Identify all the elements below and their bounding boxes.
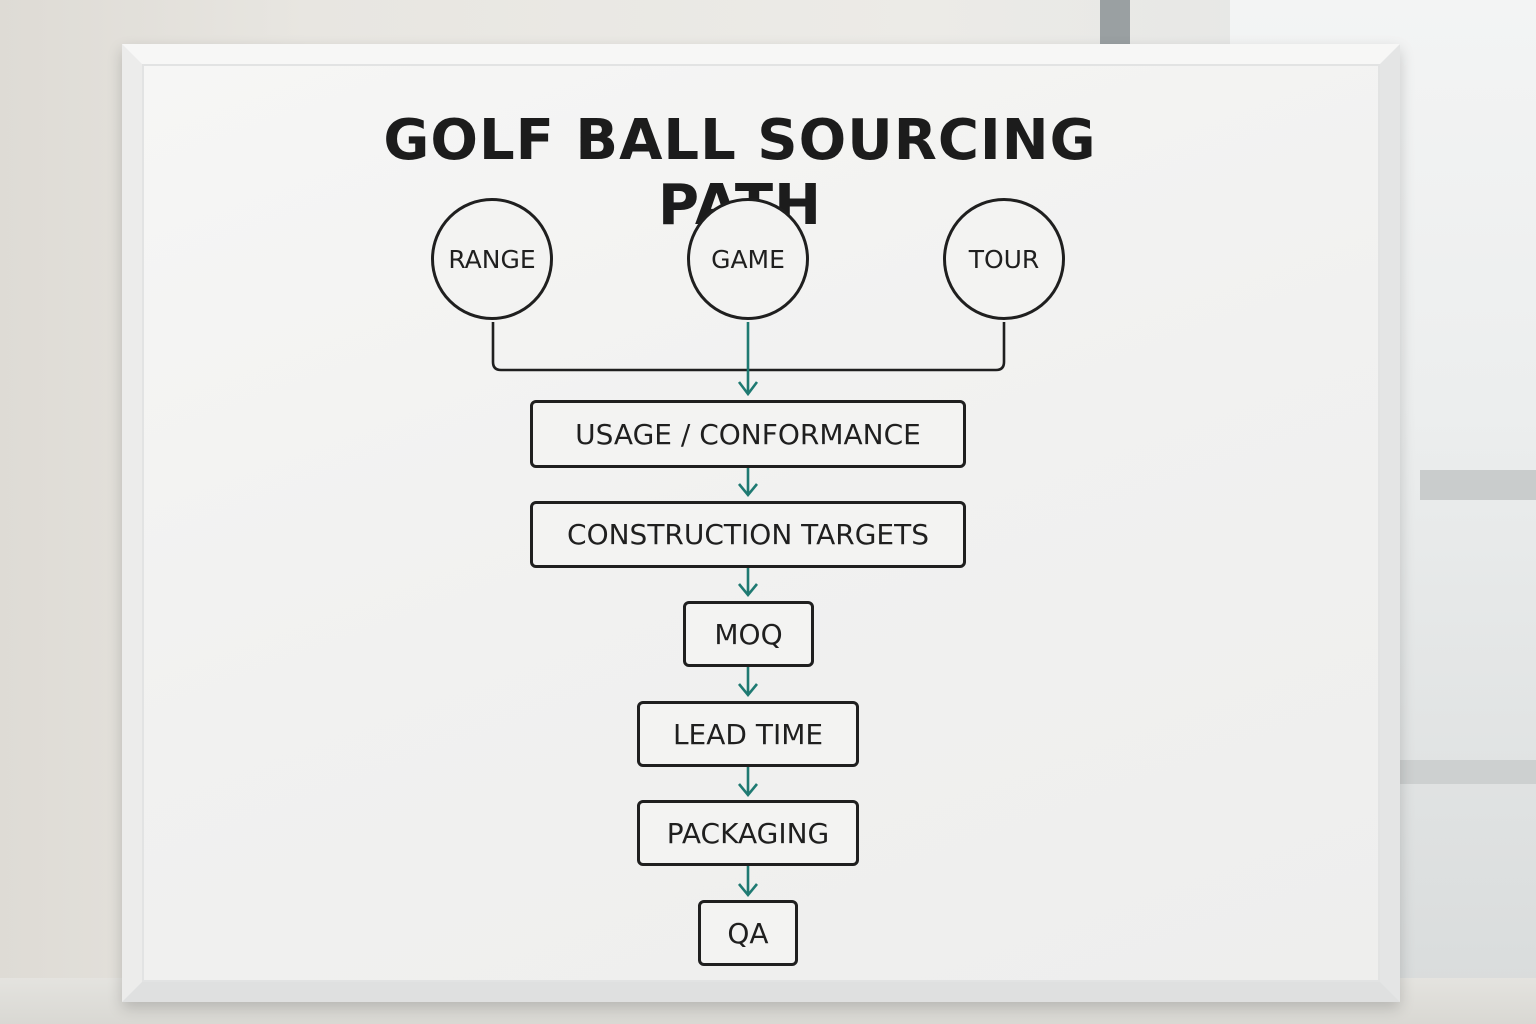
step-construction-targets: CONSTRUCTION TARGETS bbox=[530, 501, 966, 568]
step-usage-conformance: USAGE / CONFORMANCE bbox=[530, 400, 966, 468]
step-lead-time: LEAD TIME bbox=[637, 701, 859, 767]
background-window-sill bbox=[1400, 760, 1536, 784]
input-node-game: GAME bbox=[687, 198, 809, 320]
connector-range bbox=[491, 322, 748, 372]
step-packaging: PACKAGING bbox=[637, 800, 859, 866]
background-window-bar bbox=[1420, 470, 1536, 500]
arrowhead-2 bbox=[737, 483, 759, 498]
background-window-frame bbox=[1100, 0, 1130, 50]
arrowhead-3 bbox=[737, 583, 759, 598]
arrowhead-4 bbox=[737, 683, 759, 698]
whiteboard-rim bbox=[122, 44, 1400, 1002]
step-qa: QA bbox=[698, 900, 798, 966]
arrowhead-1 bbox=[737, 381, 759, 397]
arrowhead-5 bbox=[737, 783, 759, 798]
input-node-range: RANGE bbox=[431, 198, 553, 320]
connector-tour bbox=[748, 322, 1006, 372]
input-node-tour: TOUR bbox=[943, 198, 1065, 320]
arrowhead-6 bbox=[737, 883, 759, 898]
diagram-title: GOLF BALL SOURCING PATH bbox=[383, 108, 1097, 238]
step-moq: MOQ bbox=[683, 601, 814, 667]
